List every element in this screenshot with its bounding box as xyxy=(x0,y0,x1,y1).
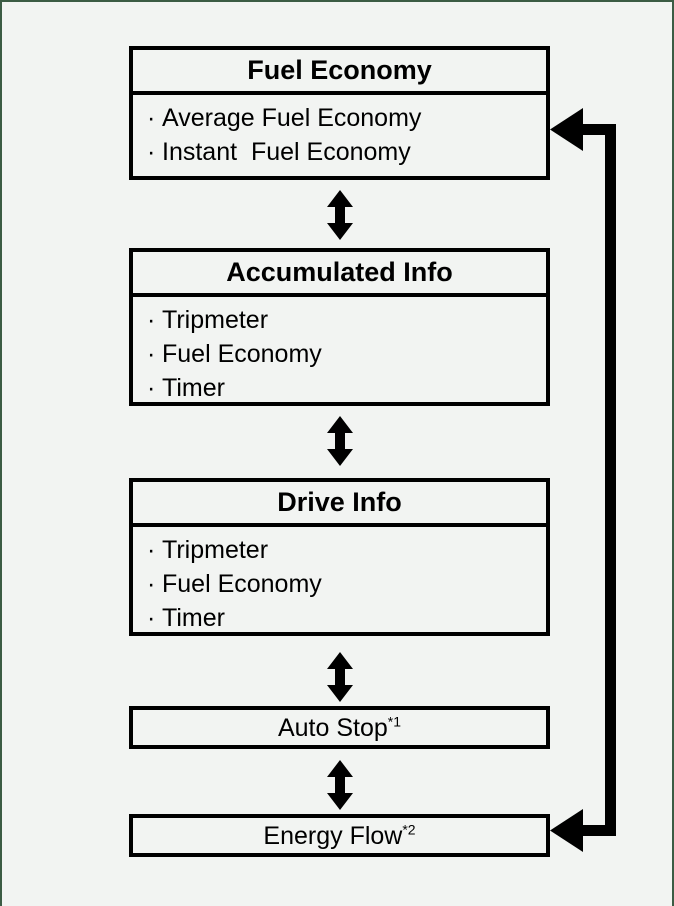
double-arrow-fuel-to-accumulated xyxy=(324,190,356,240)
double-arrow-autostop-to-energyflow xyxy=(324,760,356,810)
list-item: ·Average Fuel Economy xyxy=(147,101,546,135)
list-item-label: Tripmeter xyxy=(162,306,269,334)
double-arrow-vertical-icon xyxy=(327,190,353,240)
list-item-label: Fuel Economy xyxy=(162,340,322,368)
node-drive-info: Drive Info ·Tripmeter ·Fuel Economy ·Tim… xyxy=(129,478,550,636)
bullet-icon: · xyxy=(147,306,156,334)
bullet-icon: · xyxy=(147,104,156,132)
node-fuel-economy: Fuel Economy ·Average Fuel Economy ·Inst… xyxy=(129,46,550,180)
bullet-icon: · xyxy=(147,536,156,564)
list-item: ·Tripmeter xyxy=(147,303,546,337)
bullet-icon: · xyxy=(147,570,156,598)
footnote-marker: *2 xyxy=(402,821,416,838)
node-fuel-economy-body: ·Average Fuel Economy ·Instant Fuel Econ… xyxy=(133,95,546,177)
list-item: ·Fuel Economy xyxy=(147,567,546,601)
footnote-marker: *1 xyxy=(387,713,402,730)
node-energy-flow-label: Energy Flow*2 xyxy=(263,822,415,850)
node-accumulated-info-header: Accumulated Info xyxy=(133,252,546,297)
list-item-label: Timer xyxy=(162,374,225,402)
bullet-icon: · xyxy=(147,374,156,402)
list-item: ·Tripmeter xyxy=(147,533,546,567)
node-drive-info-header: Drive Info xyxy=(133,482,546,527)
node-energy-flow-text: Energy Flow xyxy=(263,821,403,850)
list-item: ·Timer xyxy=(147,371,546,405)
node-auto-stop-text: Auto Stop xyxy=(277,713,388,742)
list-item-label: Timer xyxy=(162,604,225,632)
node-fuel-economy-header: Fuel Economy xyxy=(133,50,546,95)
node-accumulated-info-body: ·Tripmeter ·Fuel Economy ·Timer xyxy=(133,297,546,413)
list-item: ·Instant Fuel Economy xyxy=(147,135,546,169)
node-drive-info-body: ·Tripmeter ·Fuel Economy ·Timer xyxy=(133,527,546,643)
node-accumulated-info: Accumulated Info ·Tripmeter ·Fuel Econom… xyxy=(129,248,550,406)
node-auto-stop-label: Auto Stop*1 xyxy=(278,714,401,742)
double-arrow-accumulated-to-drive xyxy=(324,416,356,466)
return-loop-connector xyxy=(550,102,650,858)
bullet-icon: · xyxy=(147,340,156,368)
bullet-icon: · xyxy=(147,138,156,166)
double-arrow-vertical-icon xyxy=(327,652,353,702)
node-energy-flow: Energy Flow*2 xyxy=(129,814,550,857)
double-arrow-vertical-icon xyxy=(327,760,353,810)
double-arrow-drive-to-autostop xyxy=(324,652,356,702)
list-item-label: Instant Fuel Economy xyxy=(162,138,411,166)
list-item-label: Tripmeter xyxy=(162,536,269,564)
list-item: ·Fuel Economy xyxy=(147,337,546,371)
double-arrow-vertical-icon xyxy=(327,416,353,466)
node-auto-stop: Auto Stop*1 xyxy=(129,706,550,749)
list-item-label: Average Fuel Economy xyxy=(162,104,422,132)
list-item-label: Fuel Economy xyxy=(162,570,322,598)
bullet-icon: · xyxy=(147,604,156,632)
return-loop-arrow-icon xyxy=(550,108,616,852)
list-item: ·Timer xyxy=(147,601,546,635)
